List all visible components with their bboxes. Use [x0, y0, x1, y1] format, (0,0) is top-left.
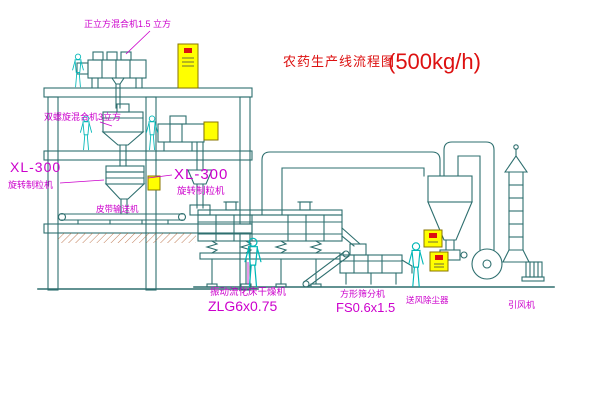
double-screw-mixer	[101, 103, 145, 167]
label-sifter-model: FS0.6x1.5	[336, 300, 395, 315]
control-cabinet-a	[423, 229, 443, 248]
label-dryer-name: 振动流化床干燥机	[210, 286, 287, 298]
cube-mixer	[76, 51, 147, 109]
cyclone-separator	[427, 175, 473, 261]
exhaust-stack	[502, 144, 530, 263]
control-cabinet-b	[429, 251, 449, 272]
label-granulator-left-model: XL-300	[10, 159, 61, 175]
square-sifter	[339, 243, 413, 285]
label-belt-conveyor: 皮带输送机	[96, 204, 139, 214]
label-granulator-left-name: 旋转制粒机	[8, 179, 53, 190]
exhaust-duct	[261, 151, 441, 216]
label-top-mixer: 正立方混合机1.5 立方	[84, 18, 171, 29]
person-figure	[72, 53, 84, 88]
cyclone-outlet-duct	[443, 141, 495, 251]
diagram-title: 农药生产线流程图	[283, 54, 395, 69]
building-structure	[37, 87, 259, 291]
control-panel-small	[147, 175, 161, 191]
belt-conveyor	[57, 212, 187, 225]
label-dust-collector: 送风除尘器	[406, 295, 449, 305]
label-mid-mixer: 双螺旋混合机3立方	[44, 111, 121, 122]
person-figure	[408, 242, 424, 287]
leader-lines	[59, 30, 249, 284]
label-granulator-right-name: 旋转制粒机	[177, 185, 225, 197]
label-granulator-right-model: XL-300	[174, 166, 228, 183]
diagram-title-capacity: (500kg/h)	[388, 49, 481, 74]
floor-hatch	[58, 233, 196, 243]
granulator-feeder	[157, 115, 219, 216]
inclined-conveyor	[302, 250, 350, 288]
label-dryer-model: ZLG6x0.75	[208, 298, 277, 314]
label-sifter-name: 方形筛分机	[340, 288, 385, 299]
label-fan: 引风机	[508, 299, 535, 310]
control-cabinet-top	[177, 43, 199, 89]
control-panel-small	[203, 121, 219, 141]
rotary-granulator	[104, 165, 161, 215]
induced-draft-fan	[471, 248, 545, 282]
fluid-bed-dryer	[193, 201, 555, 288]
